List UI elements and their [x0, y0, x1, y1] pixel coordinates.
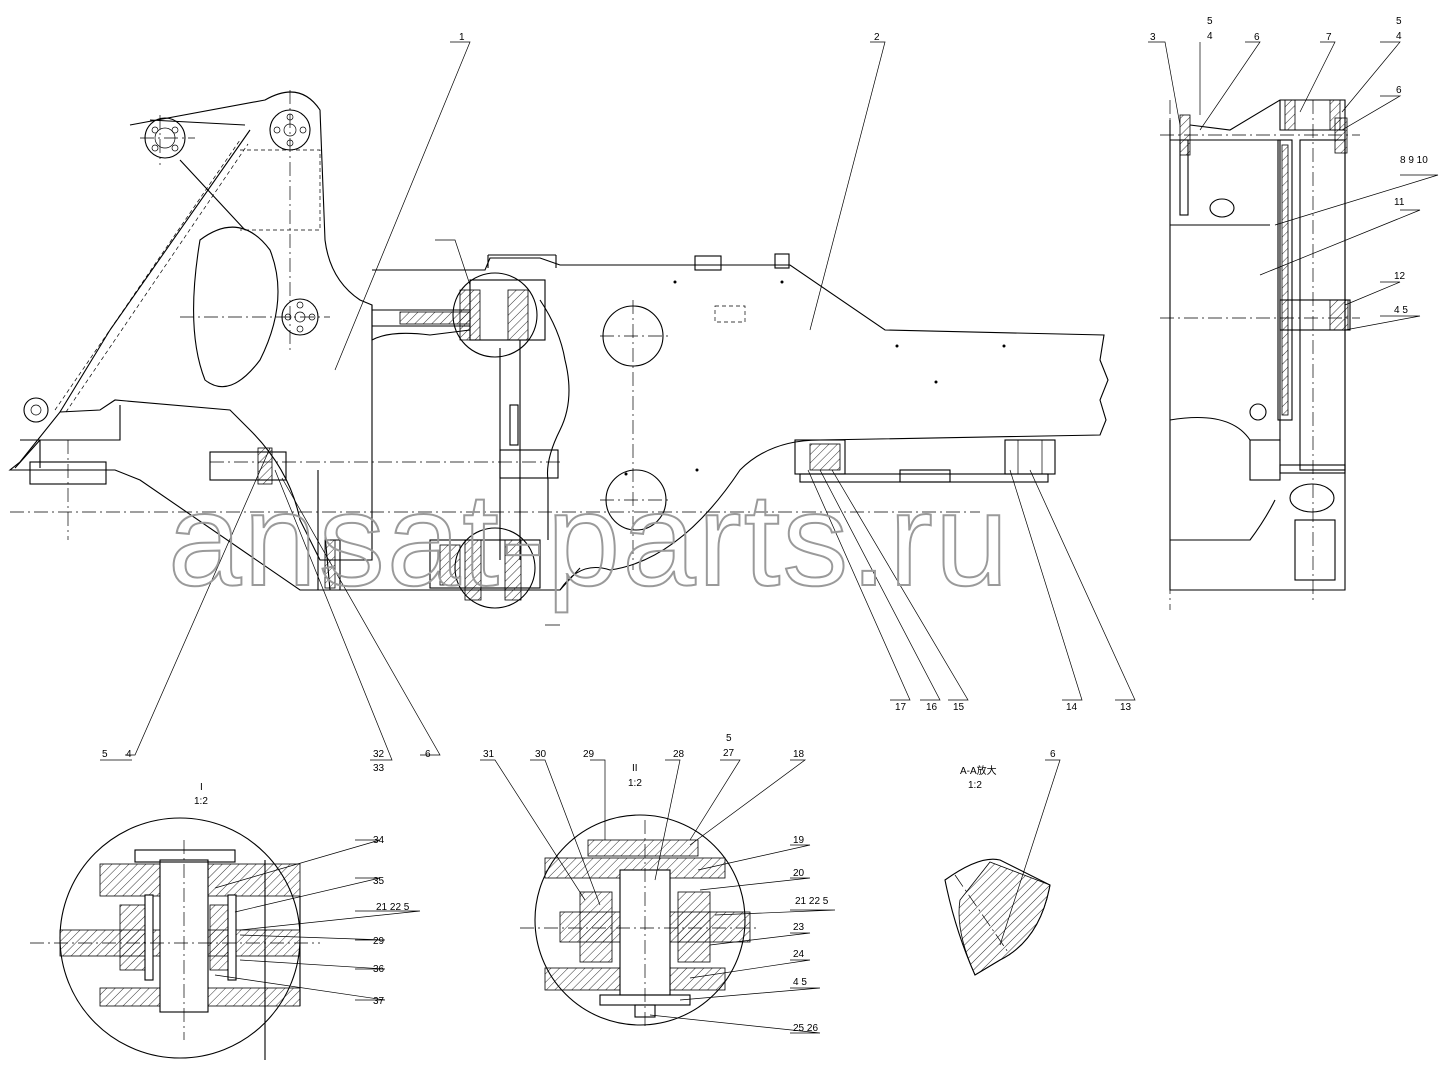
callout-11: 11 [1394, 197, 1405, 208]
callout-5-top: 5 [1207, 16, 1213, 27]
detail-II [520, 814, 760, 1030]
callout-7: 7 [1326, 32, 1332, 43]
callout-21-22-5-mid: 21 22 5 [795, 896, 829, 907]
callout-24: 24 [793, 949, 805, 960]
section-scale: 1:2 [968, 780, 982, 791]
side-view [1160, 99, 1360, 610]
main-view [8, 90, 1109, 609]
watermark-text: ansat-parts.ru [168, 466, 1010, 613]
callout-20: 20 [793, 868, 805, 879]
callout-12: 12 [1394, 271, 1406, 282]
callouts: 1 2 3 5 4 6 7 5 4 6 8 9 10 11 12 4 5 17 … [102, 16, 1428, 1034]
small-marks [624, 280, 1006, 476]
callout-2: 2 [874, 32, 880, 43]
callout-35: 35 [373, 876, 385, 887]
callout-4-right: 4 [1396, 31, 1402, 42]
callout-32: 32 [373, 749, 385, 760]
callout-4-5-right: 4 5 [1394, 305, 1408, 316]
section-label: A-A放大 [960, 764, 997, 777]
callout-34: 34 [373, 835, 385, 846]
leader-lines [100, 41, 1439, 1034]
detail-1-scale: 1:2 [194, 796, 208, 807]
callout-37: 37 [373, 996, 385, 1007]
callout-15: 15 [953, 702, 965, 713]
callout-31: 31 [483, 749, 495, 760]
callout-8-9-10: 8 9 10 [1400, 155, 1428, 166]
callout-13: 13 [1120, 702, 1132, 713]
callout-29-mid: 29 [583, 749, 595, 760]
callout-30: 30 [535, 749, 547, 760]
callout-33: 33 [373, 763, 385, 774]
callout-25-26: 25 26 [793, 1023, 818, 1034]
callout-3: 3 [1150, 32, 1156, 43]
callout-4-5-mid: 4 5 [793, 977, 807, 988]
callout-21-22-5-left: 21 22 5 [376, 902, 410, 913]
detail-2-scale: 1:2 [628, 778, 642, 789]
callout-6-right: 6 [1396, 85, 1402, 96]
detail-1-label: I [200, 782, 203, 793]
section-aa [944, 858, 1051, 976]
callout-17: 17 [895, 702, 907, 713]
callout-6-section: 6 [1050, 749, 1056, 760]
callout-1: 1 [459, 32, 465, 43]
callout-6-mid: 6 [425, 749, 431, 760]
detail-I [30, 817, 320, 1060]
callout-6-top: 6 [1254, 32, 1260, 43]
callout-4-top: 4 [1207, 31, 1213, 42]
callout-27: 27 [723, 748, 735, 759]
view-labels: I 1:2 II 1:2 A-A放大 1:2 [194, 763, 997, 807]
callout-28: 28 [673, 749, 685, 760]
callout-5-mid: 5 [726, 733, 732, 744]
callout-5-left: 5 [102, 749, 108, 760]
callout-5-right: 5 [1396, 16, 1402, 27]
callout-19: 19 [793, 835, 805, 846]
callout-4-left: 4 [126, 749, 132, 760]
callout-29-left: 29 [373, 936, 385, 947]
callout-14: 14 [1066, 702, 1078, 713]
callout-16: 16 [926, 702, 938, 713]
callout-36: 36 [373, 964, 385, 975]
callout-18: 18 [793, 749, 805, 760]
callout-23: 23 [793, 922, 805, 933]
detail-2-label: II [632, 763, 638, 774]
